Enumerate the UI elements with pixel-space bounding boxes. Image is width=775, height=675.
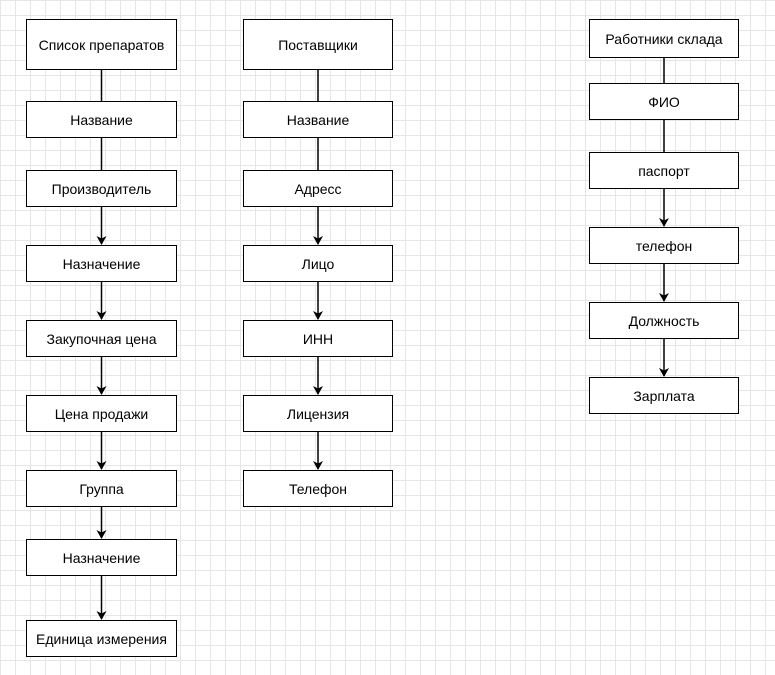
suppliers-field-box: Телефон xyxy=(243,470,393,507)
suppliers-field-box: Лицензия xyxy=(243,395,393,432)
warehouse-staff-field-box: Зарплата xyxy=(589,377,739,414)
suppliers-field-box: ИНН xyxy=(243,320,393,357)
drugs-field-box: Цена продажи xyxy=(26,395,177,432)
drugs-field-box: Закупочная цена xyxy=(26,320,177,357)
drugs-field-box: Производитель xyxy=(26,170,177,207)
drugs-field-box: Единица измерения xyxy=(26,620,177,657)
warehouse-staff-field-box: паспорт xyxy=(589,152,739,189)
drugs-field-box: Группа xyxy=(26,470,177,507)
drugs-field-box: Назначение xyxy=(26,539,177,576)
warehouse-staff-field-box: Должность xyxy=(589,302,739,339)
warehouse-staff-field-box: телефон xyxy=(589,227,739,264)
suppliers-header-box: Поставщики xyxy=(243,19,393,70)
suppliers-field-box: Название xyxy=(243,101,393,138)
drugs-field-box: Название xyxy=(26,101,177,138)
warehouse-staff-field-box: ФИО xyxy=(589,83,739,120)
warehouse-staff-header-box: Работники склада xyxy=(589,19,739,58)
drugs-field-box: Назначение xyxy=(26,245,177,282)
drugs-header-box: Список препаратов xyxy=(26,19,177,70)
suppliers-field-box: Адресс xyxy=(243,170,393,207)
suppliers-field-box: Лицо xyxy=(243,245,393,282)
